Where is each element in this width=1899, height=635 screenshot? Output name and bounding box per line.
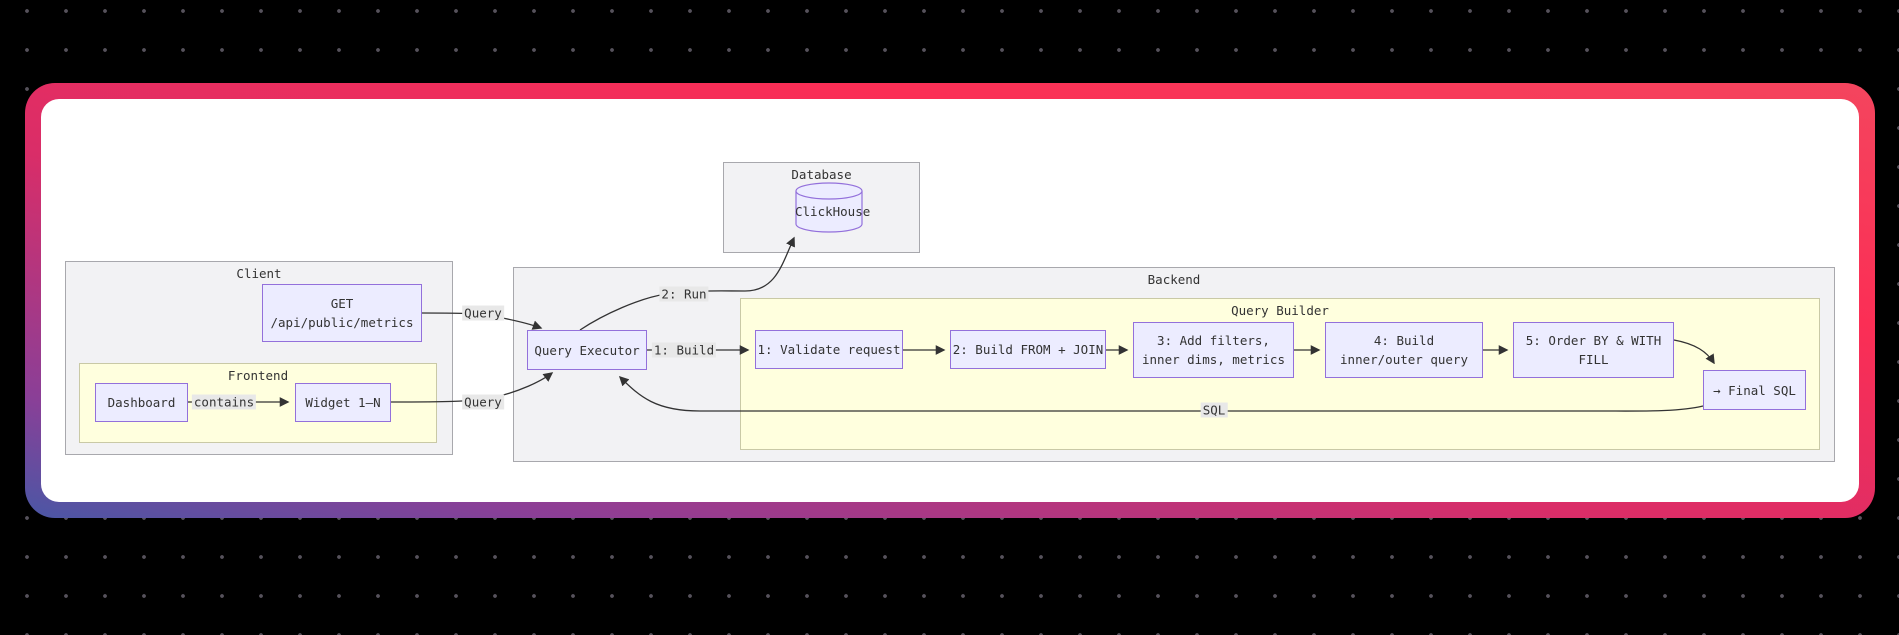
cluster-backend-label: Backend (1147, 272, 1201, 287)
node-get-endpoint-line1: GET (330, 296, 354, 311)
node-step4-line2: inner/outer query (1340, 352, 1468, 367)
cluster-database-label: Database (791, 167, 852, 182)
node-step4-line1: 4: Build (1373, 333, 1435, 348)
edge-step5-to-final (1673, 339, 1715, 365)
edge-label-query-widget: Query (462, 394, 504, 410)
edge-label-contains: contains (191, 394, 257, 410)
node-get-endpoint-line2: /api/public/metrics (270, 315, 414, 330)
node-get-endpoint: GET /api/public/metrics (262, 284, 422, 342)
node-step5-orderby-fill: 5: Order BY & WITH FILL (1513, 322, 1674, 378)
node-query-executor: Query Executor (527, 330, 647, 370)
node-step3-filters: 3: Add filters, inner dims, metrics (1133, 322, 1294, 378)
edge-label-sql: SQL (1200, 402, 1228, 418)
edge-final-to-executor-sql (618, 375, 1704, 412)
node-step1-validate: 1: Validate request (755, 330, 903, 369)
database-cylinder-icon (795, 182, 863, 233)
node-step2-from-join: 2: Build FROM + JOIN (950, 330, 1106, 369)
cluster-frontend-label: Frontend (227, 368, 289, 383)
edge-executor-to-clickhouse (579, 236, 795, 331)
edge-label-build: 1: Build (651, 342, 717, 358)
node-step4-inner-outer: 4: Build inner/outer query (1325, 322, 1483, 378)
node-step3-line1: 3: Add filters, (1157, 333, 1270, 348)
node-step5-line1: 5: Order BY & WITH (1525, 333, 1662, 348)
node-step5-line2: FILL (1578, 352, 1609, 367)
cluster-query-builder-label: Query Builder (1231, 303, 1329, 318)
node-widget: Widget 1–N (295, 383, 391, 422)
node-final-sql: → Final SQL (1703, 370, 1806, 410)
node-clickhouse: ClickHouse (795, 182, 871, 234)
node-clickhouse-label: ClickHouse (795, 204, 871, 219)
node-dashboard: Dashboard (95, 383, 188, 422)
edge-label-run: 2: Run (659, 286, 709, 302)
node-step3-line2: inner dims, metrics (1142, 352, 1285, 367)
cluster-client-label: Client (236, 266, 282, 281)
edge-label-query-get: Query (462, 305, 504, 321)
